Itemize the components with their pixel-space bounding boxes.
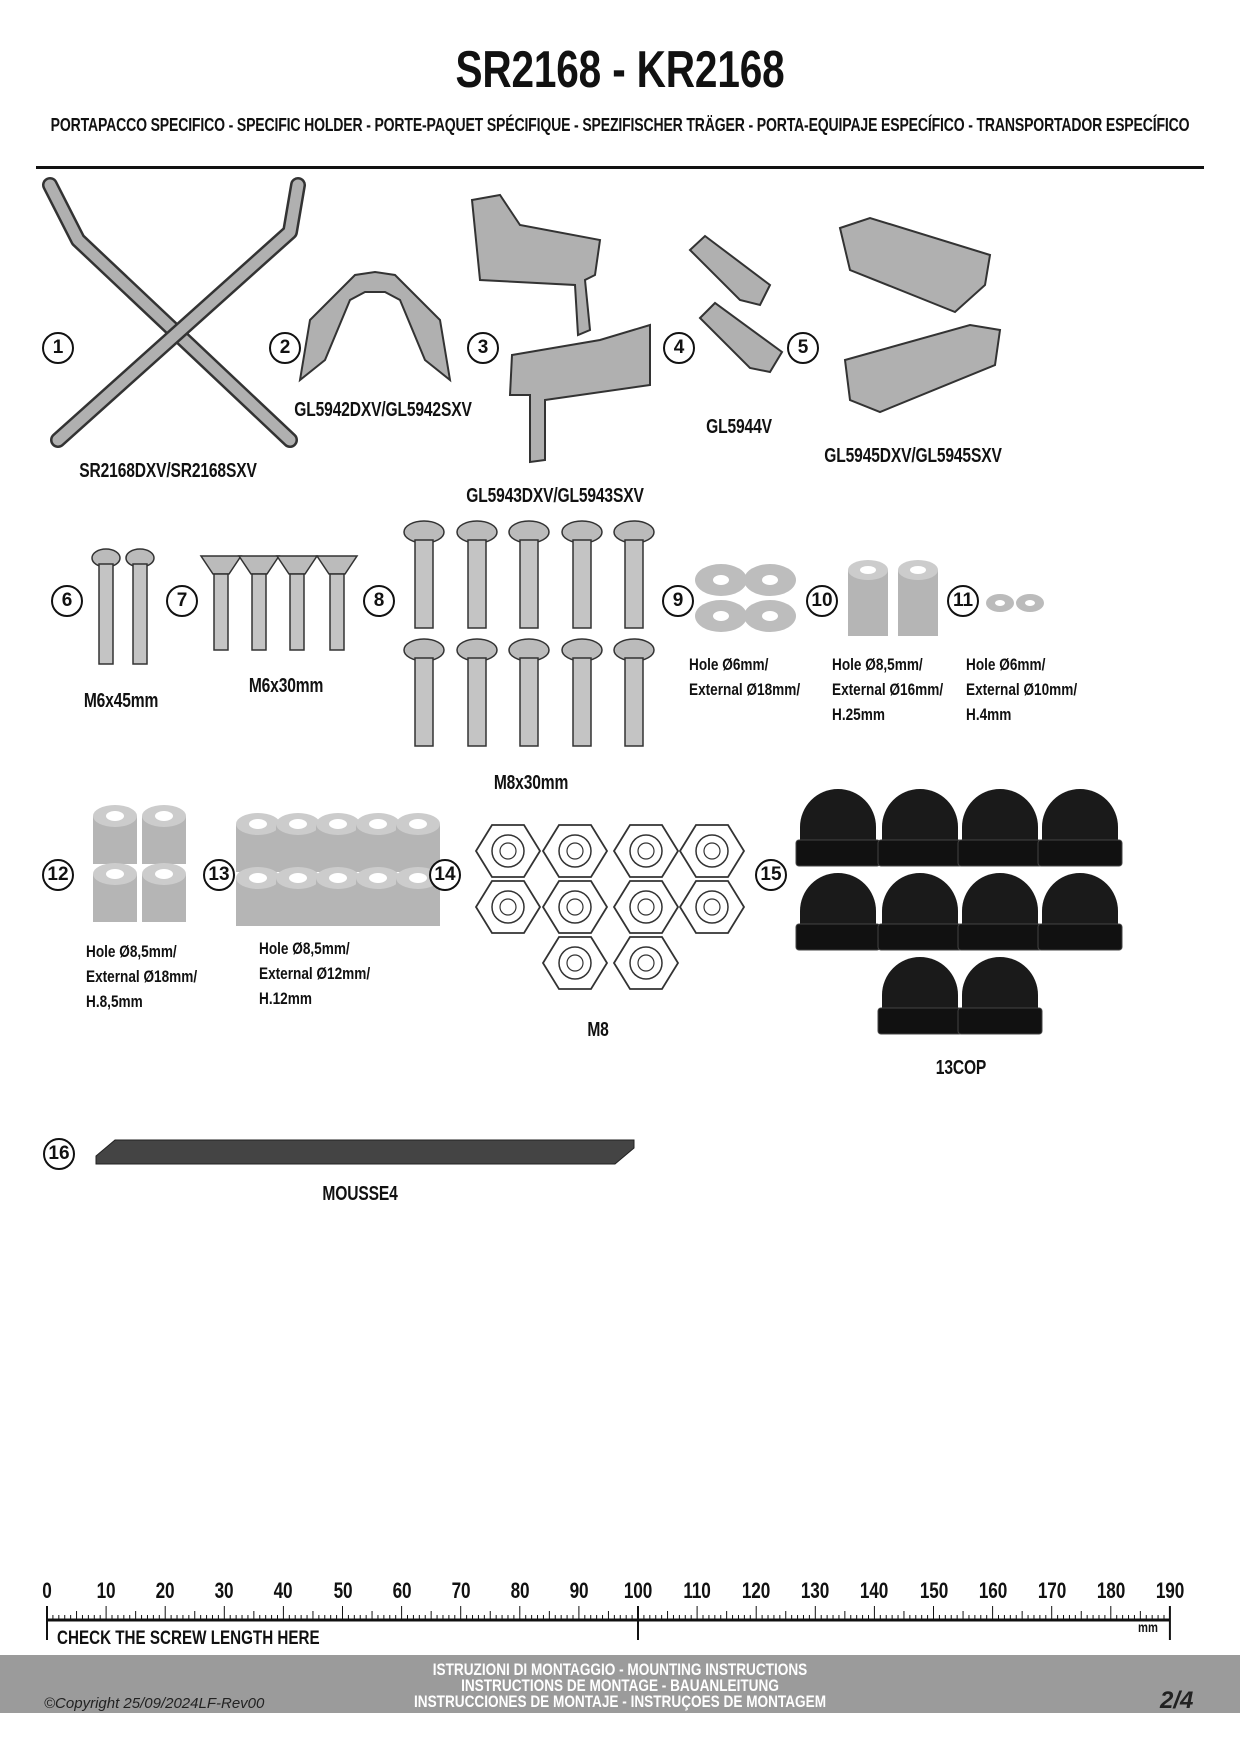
part-5-plates [838, 216, 1002, 414]
part-number-16: 16 [43, 1138, 75, 1170]
ruler-caption: CHECK THE SCREW LENGTH HERE [57, 1628, 320, 1649]
part-number-8: 8 [363, 585, 395, 617]
part-label-4: GL5944V [706, 416, 772, 438]
part-number-6: 6 [51, 585, 83, 617]
ruler-label: 180 [1096, 1578, 1125, 1603]
part-number-13: 13 [203, 859, 235, 891]
part-spec-12-line-1: Hole Ø8,5mm/ [86, 942, 177, 961]
part-8-bolts [403, 520, 655, 747]
ruler-label: 100 [623, 1578, 653, 1603]
part-label-6: M6x45mm [83, 690, 159, 712]
part-spec-13-line-2: External Ø12mm/ [259, 964, 371, 983]
ruler-label: 10 [96, 1578, 116, 1603]
part-6-bolts [91, 548, 155, 665]
part-4-link-plates [688, 234, 784, 374]
part-spec-10-line-2: External Ø16mm/ [832, 680, 944, 699]
ruler-label: 90 [569, 1578, 589, 1603]
ruler-label: 170 [1037, 1578, 1066, 1603]
part-13-spacers [236, 813, 440, 926]
part-11-washers [986, 594, 1044, 612]
part-number-14: 14 [429, 859, 461, 891]
part-spec-10-line-3: H.25mm [832, 705, 885, 724]
ruler-label: 130 [801, 1578, 830, 1603]
part-number-15: 15 [755, 859, 787, 891]
part-number-1: 1 [42, 332, 74, 364]
ruler-label: 0 [42, 1578, 52, 1603]
part-3-plates [470, 193, 651, 464]
part-number-3: 3 [467, 332, 499, 364]
part-spec-13-line-3: H.12mm [259, 989, 312, 1008]
part-15-caps [795, 788, 1123, 1035]
part-spec-12-line-3: H.8,5mm [86, 992, 143, 1011]
ruler-label: 20 [155, 1578, 175, 1603]
screw-ruler [46, 1606, 1171, 1640]
part-number-7: 7 [166, 585, 198, 617]
part-label-7: M6x30mm [248, 675, 324, 697]
ruler-label: 140 [860, 1578, 889, 1603]
part-spec-9-line-1: Hole Ø6mm/ [689, 655, 769, 674]
part-number-12: 12 [42, 859, 74, 891]
part-16-foam-strip [95, 1139, 635, 1165]
part-spec-11-line-2: External Ø10mm/ [966, 680, 1078, 699]
header-divider [36, 166, 1204, 169]
part-label-16: MOUSSE4 [322, 1183, 398, 1205]
part-number-4: 4 [663, 332, 695, 364]
ruler-label: 50 [333, 1578, 352, 1603]
ruler-label: 190 [1155, 1578, 1184, 1603]
part-10-spacers [848, 560, 938, 636]
part-9-washers [695, 564, 796, 632]
footer-line-1: ISTRUZIONI DI MONTAGGIO - MOUNTING INSTR… [432, 1660, 808, 1679]
footer-bar: ISTRUZIONI DI MONTAGGIO - MOUNTING INSTR… [0, 1655, 1240, 1714]
part-number-11: 11 [947, 585, 979, 617]
ruler-label: 80 [510, 1578, 530, 1603]
copyright: ©Copyright 25/09/2024LF-Rev00 [44, 1695, 265, 1712]
part-label-5: GL5945DXV/GL5945SXV [824, 445, 1002, 467]
ruler-label: 120 [742, 1578, 771, 1603]
part-number-2: 2 [269, 332, 301, 364]
part-label-14: M8 [587, 1019, 609, 1041]
part-spec-13-line-1: Hole Ø8,5mm/ [259, 939, 350, 958]
part-7-bolts [200, 555, 358, 651]
ruler-label: 30 [214, 1578, 234, 1603]
footer-line-3: INSTRUCCIONES DE MONTAJE - INSTRUÇOES DE… [413, 1692, 827, 1711]
part-spec-11-line-3: H.4mm [966, 705, 1012, 724]
part-2-bracket [298, 270, 452, 383]
part-number-5: 5 [787, 332, 819, 364]
part-12-spacers [93, 805, 186, 922]
part-1-frame [42, 177, 306, 448]
ruler-label: 150 [919, 1578, 948, 1603]
part-label-1: SR2168DXV/SR2168SXV [79, 460, 257, 482]
part-14-nuts [475, 824, 745, 990]
part-label-2: GL5942DXV/GL5942SXV [294, 399, 472, 421]
part-spec-9-line-2: External Ø18mm/ [689, 680, 801, 699]
part-number-10: 10 [806, 585, 838, 617]
page-number: 2/4 [1160, 1687, 1194, 1714]
part-label-8: M8x30mm [493, 772, 569, 794]
part-spec-12-line-2: External Ø18mm/ [86, 967, 198, 986]
page-title: SR2168 - KR2168 [455, 41, 785, 99]
part-label-3: GL5943DXV/GL5943SXV [466, 485, 644, 507]
ruler-label: 60 [392, 1578, 411, 1603]
ruler-label: 160 [978, 1578, 1007, 1603]
ruler-label: 40 [274, 1578, 293, 1603]
part-spec-10-line-1: Hole Ø8,5mm/ [832, 655, 923, 674]
part-number-9: 9 [662, 585, 694, 617]
part-spec-11-line-1: Hole Ø6mm/ [966, 655, 1046, 674]
ruler-unit: mm [1138, 1619, 1158, 1635]
ruler-label: 110 [683, 1578, 711, 1603]
part-label-15: 13COP [935, 1057, 987, 1079]
footer-line-2: INSTRUCTIONS DE MONTAGE - BAUANLEITUNG [461, 1676, 779, 1695]
ruler-label: 70 [451, 1578, 471, 1603]
page-subtitle: PORTAPACCO SPECIFICO - SPECIFIC HOLDER -… [50, 115, 1190, 135]
